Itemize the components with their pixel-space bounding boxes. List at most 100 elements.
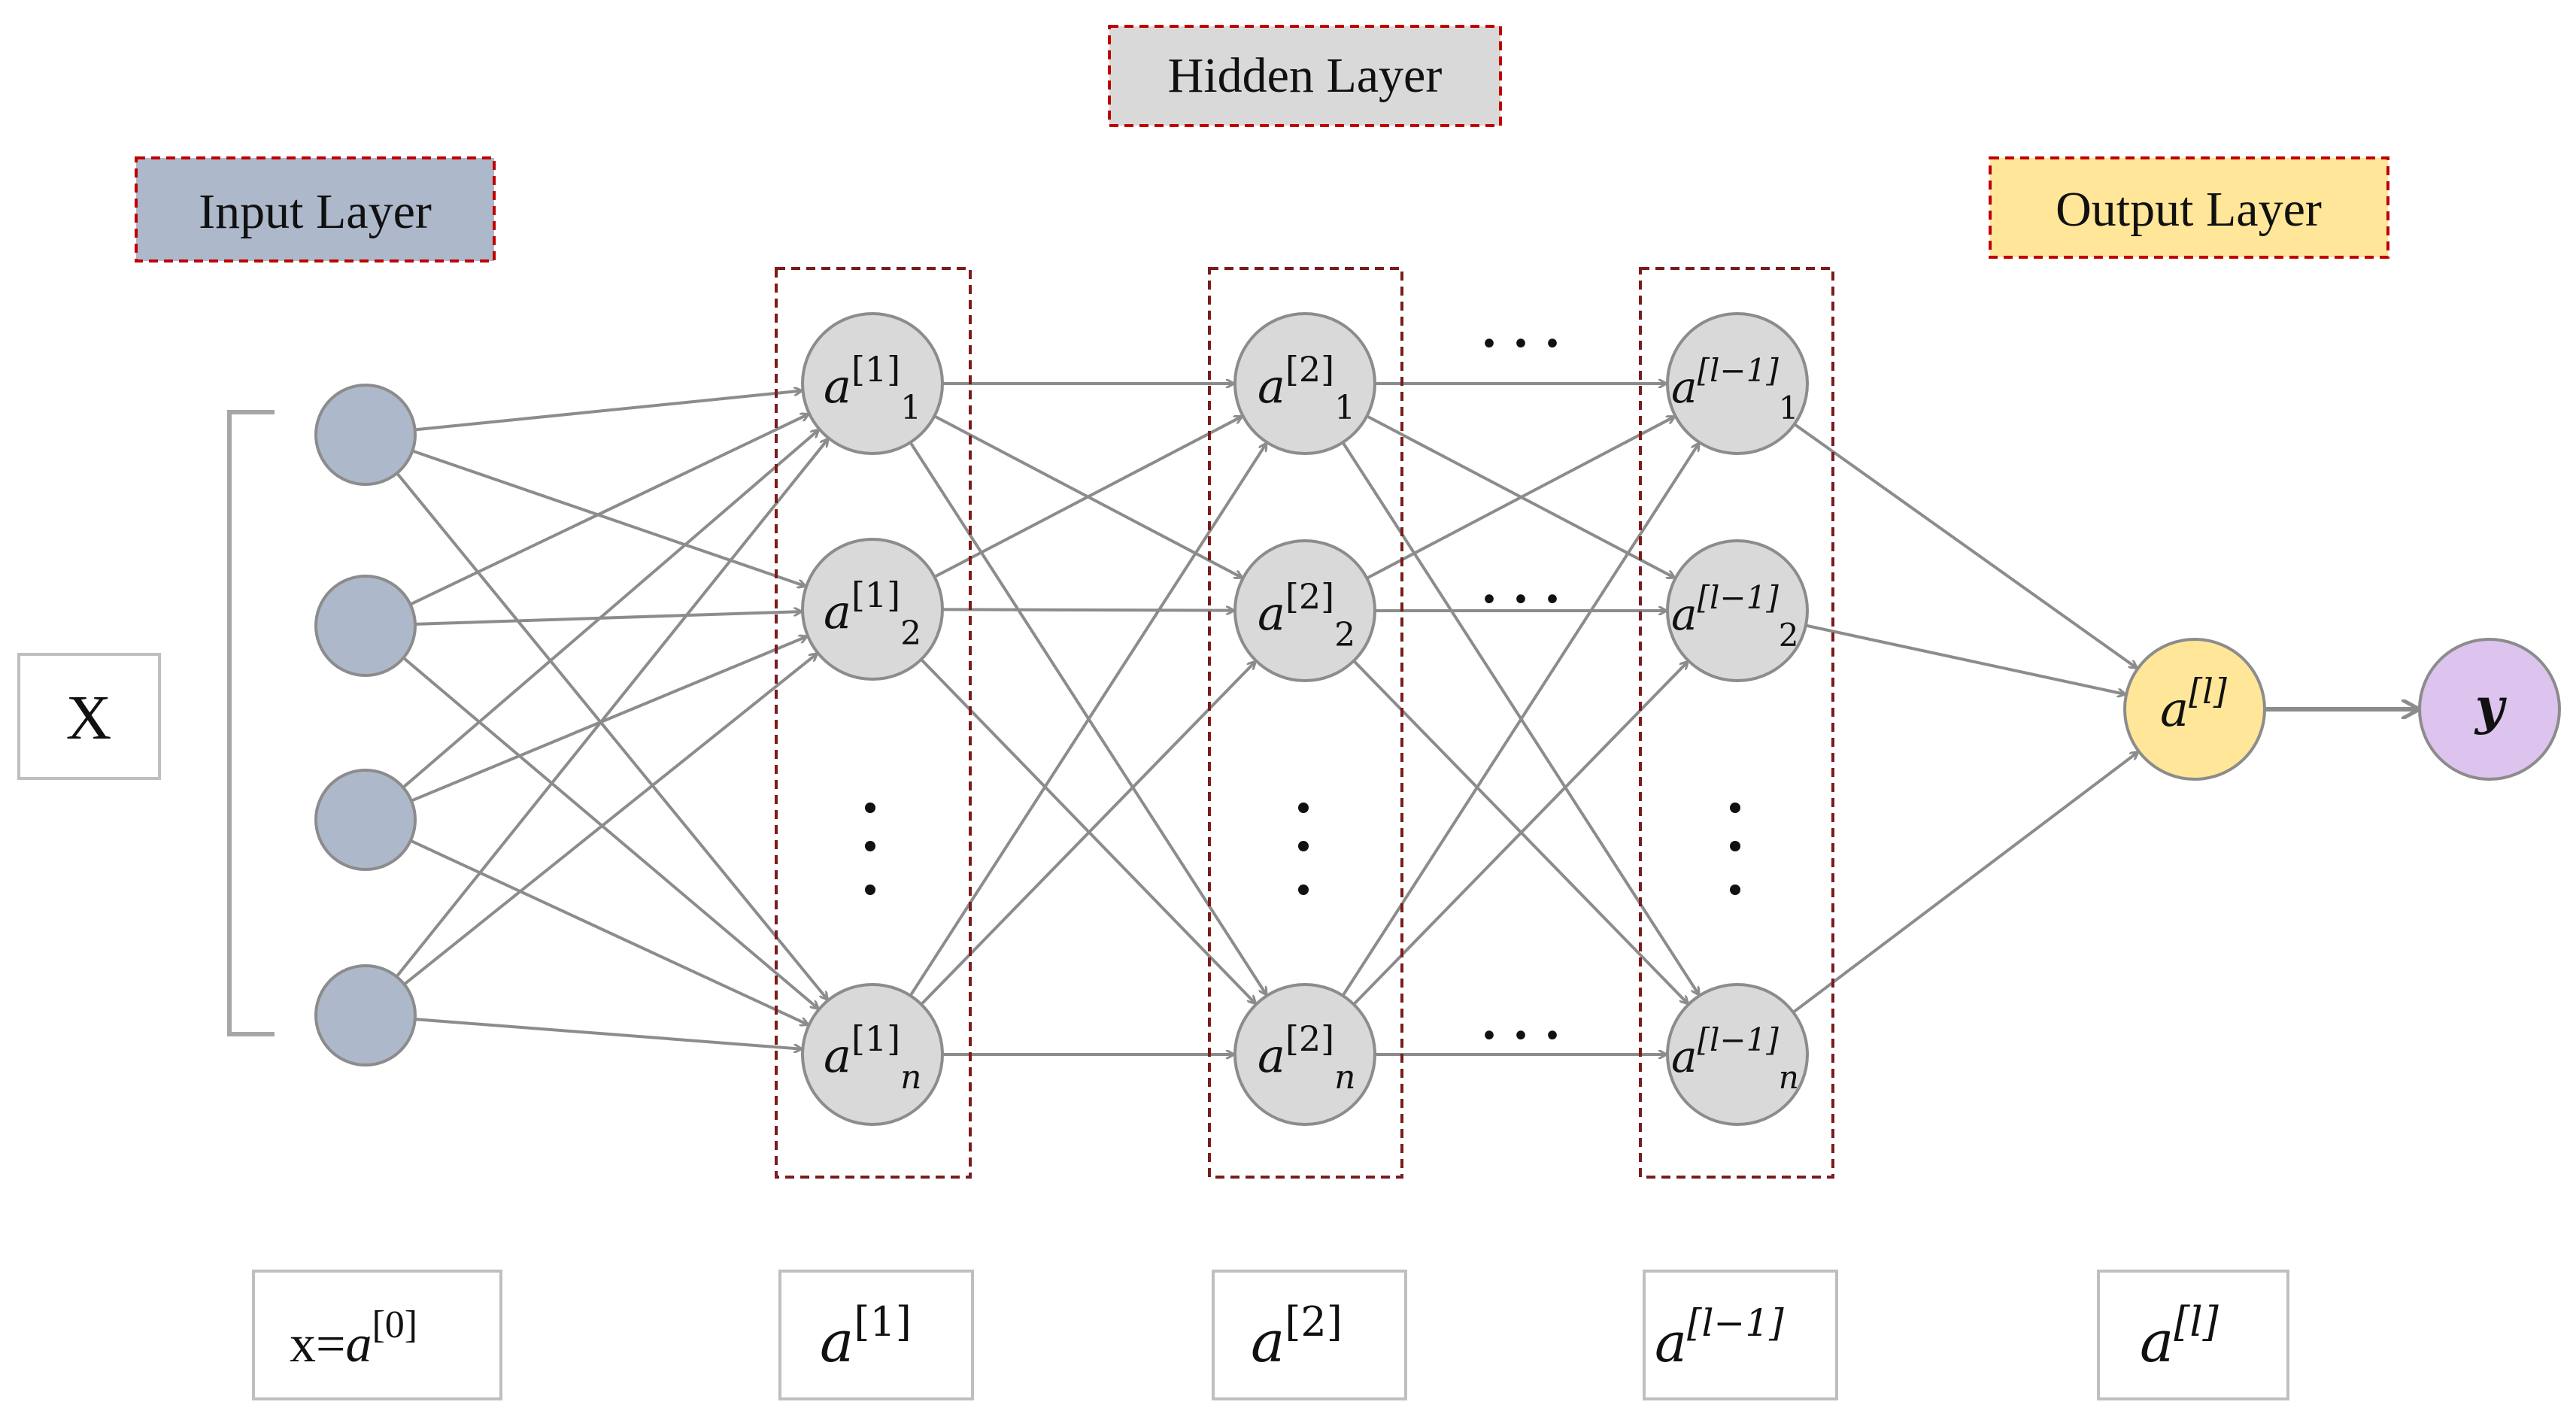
connection-edges [395, 384, 2418, 1054]
edge-input-1-to-h1-1 [414, 391, 802, 432]
hidden-node-2-2: a[2]2 [1233, 539, 1376, 682]
edge-hl1-2-to-output [1805, 624, 2125, 694]
svg-text:a[l−1]n: a[l−1]n [1671, 1021, 1799, 1096]
svg-text:a[l−1]: a[l−1] [1655, 1301, 1784, 1374]
hidden-layer-text: Hidden Layer [1168, 48, 1443, 103]
node-var: a [1671, 589, 1698, 640]
vertical-ellipsis-1 [865, 803, 875, 895]
svg-text:a[2]: a[2] [1251, 1298, 1343, 1375]
input-node-2 [314, 575, 417, 677]
edge-input-2-to-h1-2 [414, 611, 801, 626]
node-sub: 2 [900, 614, 921, 653]
bottom-sup: [0] [372, 1303, 417, 1346]
hidden-layer-box-3 [1639, 267, 1834, 1179]
edge-input-3-to-h1-2 [411, 636, 806, 803]
node-sub: 1 [1779, 390, 1799, 426]
edge-h1-3-to-h2-2 [920, 662, 1255, 1006]
hidden-layer-label: Hidden Layer [1108, 25, 1502, 127]
input-nodes [314, 384, 417, 1067]
hidden-node-1-1: a[1]1 [801, 312, 944, 455]
node-var: a [824, 584, 851, 639]
edge-h1-2-to-h2-2 [942, 609, 1233, 610]
bottom-sup: [l] [2174, 1298, 2219, 1346]
bottom-var: a [1655, 1311, 1687, 1374]
y-node-text: y [2474, 677, 2508, 736]
edge-input-1-to-h1-2 [411, 449, 805, 586]
node-var: a [1258, 1028, 1285, 1083]
node-sup: [l−1] [1698, 579, 1780, 616]
edge-h2-2-to-hl1-1 [1366, 417, 1674, 580]
input-node-1 [314, 384, 417, 486]
node-sup: [l] [2189, 671, 2227, 712]
svg-text:a[l−1]1: a[l−1]1 [1671, 352, 1798, 426]
output-layer-text: Output Layer [2056, 182, 2322, 237]
node-sub: n [1334, 1058, 1355, 1097]
hidden-node-2-n: a[2]n [1233, 983, 1376, 1126]
svg-text:a[l−1]2: a[l−1]2 [1671, 579, 1798, 654]
node-sub: n [1779, 1059, 1799, 1096]
bottom-var: a [1251, 1308, 1285, 1375]
bottom-label-input: x=a[0] [252, 1270, 502, 1400]
node-sup: [2] [1285, 1018, 1334, 1059]
svg-text:a[2]1: a[2]1 [1258, 349, 1355, 427]
hidden-layer-box-1 [775, 267, 972, 1179]
y-node: y [2418, 638, 2561, 781]
node-var: a [1258, 359, 1285, 414]
svg-text:a[1]n: a[1]n [824, 1018, 921, 1097]
node-var: a [824, 359, 851, 414]
svg-text:a[l]: a[l] [2140, 1298, 2219, 1375]
x-input-box: X [17, 653, 161, 780]
bottom-sup: [1] [854, 1298, 912, 1346]
svg-text:a[l]: a[l] [2160, 671, 2227, 738]
bottom-label-layer-1: a[1] [778, 1270, 974, 1400]
hidden-node-l1-n: a[l−1]n [1666, 983, 1809, 1126]
ellipsis-bottom: · · · [1480, 1005, 1561, 1065]
bottom-sup: [2] [1285, 1298, 1343, 1346]
edge-input-4-to-h1-2 [403, 654, 817, 986]
bottom-label-layer-l1: a[l−1] [1643, 1270, 1838, 1400]
node-var: a [1258, 586, 1285, 641]
edge-input-3-to-h1-1 [402, 430, 818, 789]
edge-input-4-to-h1-1 [395, 439, 827, 978]
node-sup: [2] [1285, 349, 1334, 390]
hidden-node-l1-2: a[l−1]2 [1666, 539, 1809, 682]
hidden-layer-box-2 [1208, 267, 1403, 1179]
output-layer-label: Output Layer [1989, 156, 2389, 259]
edge-h2-3-to-hl1-2 [1352, 662, 1688, 1006]
edge-hl1-1-to-output [1793, 423, 2137, 668]
hidden-node-l1-1: a[l−1]1 [1666, 312, 1809, 455]
vertical-ellipsis-3 [1730, 803, 1740, 895]
vertical-ellipsis-2 [1298, 803, 1309, 895]
bottom-label-output: a[l] [2097, 1270, 2289, 1400]
node-var: a [824, 1028, 851, 1083]
svg-text:a[1]2: a[1]2 [824, 575, 921, 653]
input-layer-text: Input Layer [199, 184, 432, 239]
edge-input-2-to-h1-3 [402, 657, 818, 1009]
edge-input-1-to-h1-3 [396, 472, 827, 999]
bottom-sup: [l−1] [1687, 1301, 1784, 1345]
node-var: a [1671, 1031, 1698, 1082]
node-sup: [1] [851, 349, 900, 390]
svg-text:a[1]: a[1] [820, 1298, 912, 1375]
node-sup: [1] [851, 1018, 900, 1059]
node-sup: [l−1] [1698, 352, 1780, 389]
node-sub: 1 [1334, 389, 1355, 427]
node-sub: 2 [1334, 616, 1355, 654]
hidden-node-1-2: a[1]2 [801, 538, 944, 681]
bottom-label-layer-2: a[2] [1212, 1270, 1407, 1400]
input-layer-label: Input Layer [135, 156, 496, 262]
ellipsis-top: · · · [1480, 313, 1561, 373]
x-input-text: X [66, 683, 112, 753]
node-var: a [2160, 682, 2189, 738]
edge-hl1-3-to-output [1792, 752, 2138, 1014]
node-sup: [2] [1285, 576, 1334, 617]
hidden-node-2-1: a[2]1 [1233, 312, 1376, 455]
svg-text:x=a[0]: x=a[0] [290, 1303, 417, 1373]
input-node-3 [314, 769, 417, 871]
node-sup: [1] [851, 575, 900, 615]
bottom-prefix: x= [290, 1315, 345, 1373]
svg-text:a[1]1: a[1]1 [824, 349, 921, 427]
edge-input-2-to-h1-1 [409, 414, 809, 606]
node-sub: 1 [900, 389, 921, 427]
